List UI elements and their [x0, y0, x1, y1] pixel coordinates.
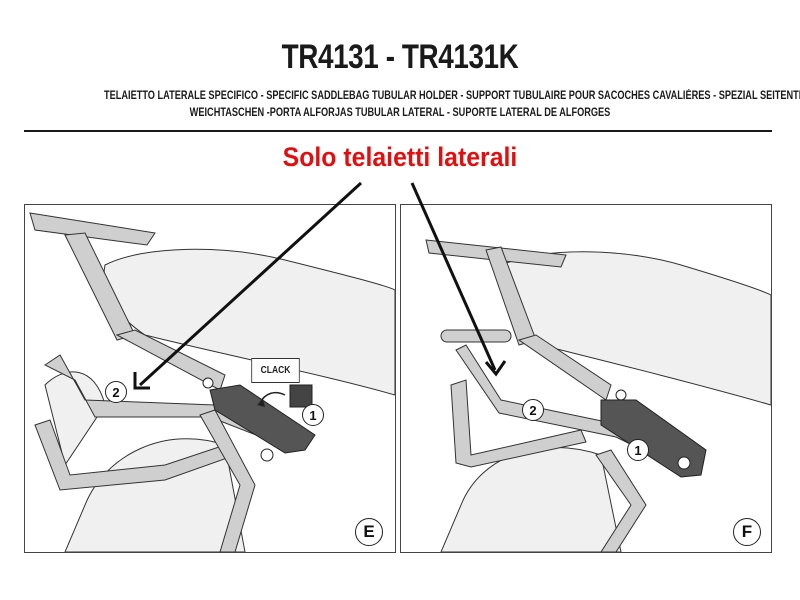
motorcycle-line-drawing-e [29, 212, 395, 552]
callout-2: 2 [522, 399, 544, 421]
callout-1: 1 [302, 404, 324, 426]
illustration-panel-f: 2 1 F [400, 204, 772, 553]
step-letter-badge: F [733, 518, 761, 546]
document-subtitle: TELAIETTO LATERALE SPECIFICO - SPECIFIC … [104, 88, 800, 122]
subtitle-line-2: WEICHTASCHEN -PORTA ALFORJAS TUBULAR LAT… [189, 107, 611, 119]
motorcycle-line-drawing-f [425, 239, 771, 552]
illustration-panel-e: CLACK 2 1 E [24, 204, 396, 553]
document-title: TR4131 - TR4131K [281, 38, 519, 76]
step-letter-badge: E [355, 518, 383, 546]
callout-1: 1 [627, 439, 649, 461]
red-annotation-text: Solo telaietti laterali [282, 142, 518, 172]
header-divider [24, 130, 772, 132]
subtitle-line-1: TELAIETTO LATERALE SPECIFICO - SPECIFIC … [104, 90, 800, 102]
clack-sound-label: CLACK [251, 358, 300, 383]
callout-2: 2 [105, 381, 127, 403]
